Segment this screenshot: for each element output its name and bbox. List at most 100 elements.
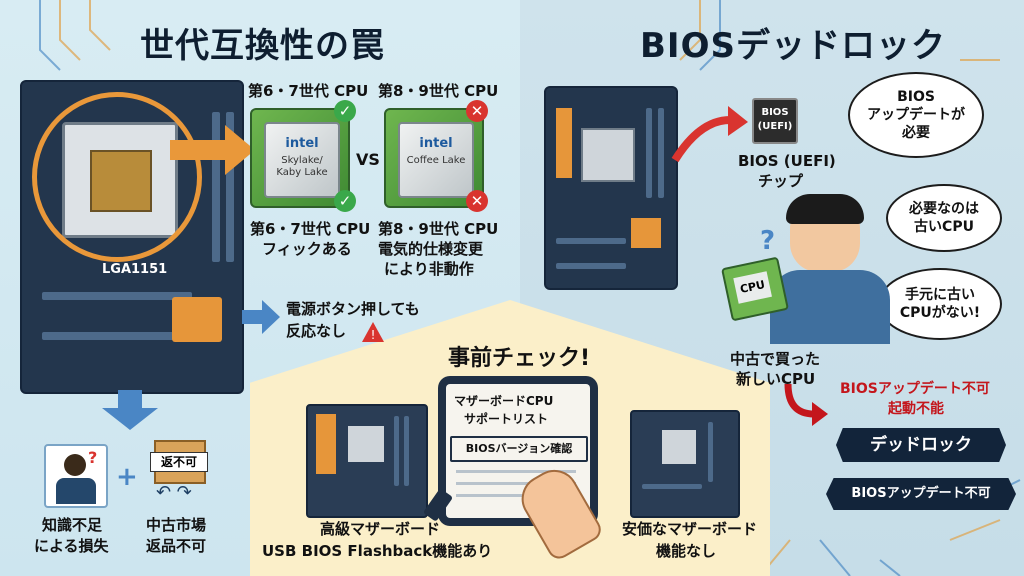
intel-logo: intel — [285, 136, 319, 151]
center-title: 事前チェック! — [448, 346, 591, 371]
cpu-new-chip: intel Coffee Lake — [398, 122, 474, 198]
person-hair — [786, 194, 864, 224]
bios-check-box: BIOSバージョン確認 — [450, 436, 588, 462]
cpu-old-chip: intel Skylake/ Kaby Lake — [264, 122, 340, 198]
pcie-slot — [642, 484, 702, 489]
cpu-socket — [581, 128, 635, 182]
heatsink — [172, 297, 222, 342]
person-head — [64, 454, 86, 476]
noreturn-text-1: 中古市場 — [146, 516, 207, 534]
motherboard-cheap — [630, 410, 740, 518]
held-cpu-label: CPU — [733, 271, 772, 304]
list-line — [456, 494, 576, 497]
pcie-slot — [556, 238, 626, 244]
intel-logo: intel — [419, 136, 453, 151]
heatsink — [631, 218, 661, 248]
arrow-icon — [671, 106, 748, 163]
cpu-socket — [662, 430, 696, 464]
high-end-text-1: 高級マザーボード — [320, 520, 441, 538]
cheap-text-1: 安価なマザーボード — [622, 520, 758, 538]
bought-text-1: 中古で買った — [730, 350, 821, 368]
list-line-1: マザーボードCPU — [454, 394, 554, 408]
person-card: ? — [44, 444, 108, 508]
usb-icon — [424, 489, 452, 521]
cpu-socket — [348, 426, 384, 462]
arrow-icon — [242, 300, 280, 334]
plus-icon: + — [116, 462, 138, 492]
cheap-text-2: 機能なし — [656, 542, 717, 560]
socket-label: LGA1151 — [102, 262, 168, 277]
person-face — [786, 194, 864, 272]
right-title: BIOSデッドロック — [640, 26, 946, 66]
cross-icon: ✕ — [466, 190, 488, 212]
svg-text:!: ! — [371, 328, 376, 342]
arrow-icon — [784, 384, 828, 426]
motherboard-left: LGA1151 — [20, 80, 244, 394]
thought-bubble-2: 必要なのは 古いCPU — [886, 184, 1002, 252]
pcie-slot — [42, 292, 192, 300]
person-body — [56, 478, 96, 504]
check-icon: ✓ — [334, 190, 356, 212]
left-title: 世代互換性の罠 — [140, 26, 385, 66]
loss-text-1: 知識不足 — [42, 516, 103, 534]
highlight-circle — [32, 92, 202, 262]
thought-bubble-3: 手元に古い CPUがない! — [878, 268, 1002, 340]
power-text-1: 電源ボタン押しても — [286, 300, 420, 318]
bubble1-line3: 必要 — [902, 125, 930, 141]
cpu-old-footer-1: 第6・7世代 CPU — [250, 220, 371, 238]
question-icon: ? — [760, 226, 776, 256]
deadlock-banner: デッドロック — [836, 428, 1006, 462]
cpu-old-footer-2: フィックある — [262, 240, 352, 258]
cpu-new-footer-2: 電気的仕様変更 — [378, 240, 484, 258]
vs-label: VS — [356, 150, 380, 169]
box-icon: 返不可 ↶ ↷ — [148, 440, 208, 504]
cpu-new-footer-1: 第8・9世代 CPU — [378, 220, 499, 238]
check-icon: ✓ — [334, 100, 356, 122]
cpu-new-header: 第8・9世代 CPU — [378, 82, 499, 100]
bios-update-banner: BIOSアップデート不可 — [826, 478, 1016, 510]
warning-icon: ! — [362, 322, 384, 342]
loss-text-2: による損失 — [34, 537, 109, 555]
red-warning-1: BIOSアップデート不可 — [840, 381, 990, 397]
cpu-old-header: 第6・7世代 CPU — [248, 82, 369, 100]
power-text-2: 反応なし — [286, 322, 347, 340]
noreturn-text-2: 返品不可 — [146, 537, 207, 555]
pcie-slot — [42, 332, 192, 340]
ram-slot — [212, 112, 220, 262]
question-icon: ? — [88, 448, 98, 467]
cross-icon: ✕ — [466, 100, 488, 122]
cpu-new-name: Coffee Lake — [406, 155, 466, 166]
bought-text-2: 新しいCPU — [736, 370, 816, 388]
chip-label-1: BIOS (UEFI) — [738, 152, 836, 170]
red-warning-2: 起動不能 — [888, 401, 944, 417]
cpu-new: intel Coffee Lake — [384, 108, 484, 208]
return-arrows-icon: ↶ ↷ — [156, 482, 192, 503]
arrow-icon — [102, 390, 158, 430]
ram-slot — [658, 108, 664, 198]
ram-slot — [708, 422, 713, 482]
ram-slot — [646, 108, 652, 198]
bios-chip: BIOS (UEFI) — [752, 98, 798, 144]
ram-slot — [404, 416, 409, 486]
cpu-new-footer-3: により非動作 — [384, 260, 474, 278]
bubble1-line1: BIOS — [897, 89, 935, 105]
bubble2-line2: 古いCPU — [914, 219, 974, 235]
list-line — [456, 470, 576, 473]
pcie-slot — [556, 263, 626, 269]
bubble1-line2: アップデートが — [867, 107, 965, 123]
arrow-icon — [170, 125, 255, 175]
ram-slot — [226, 112, 234, 262]
list-line-2: サポートリスト — [464, 412, 549, 426]
chip-label-2: チップ — [758, 172, 804, 190]
noreturn-tag: 返不可 — [150, 452, 208, 472]
cpu-old: intel Skylake/ Kaby Lake — [250, 108, 350, 208]
motherboard-right — [544, 86, 678, 290]
heatsink — [556, 108, 572, 178]
ram-slot — [394, 416, 399, 486]
list-line — [456, 482, 576, 485]
heatsink — [316, 414, 336, 474]
motherboard-high-end — [306, 404, 428, 518]
cpu-old-name: Skylake/ Kaby Lake — [276, 155, 328, 178]
bubble3-line2: CPUがない! — [899, 305, 981, 321]
